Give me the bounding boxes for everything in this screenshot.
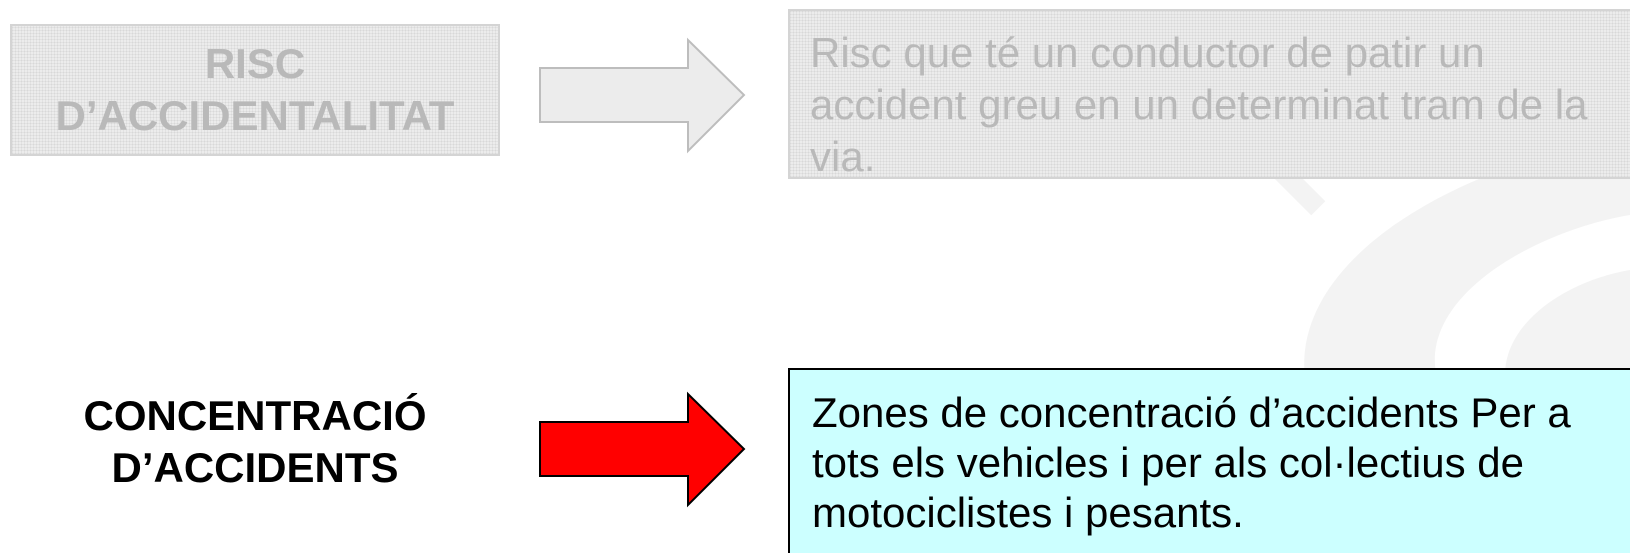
term-line-1: CONCENTRACIÓ	[83, 392, 427, 439]
definition-box-concentracio-accidents: Zones de concentració d’accidents Per a …	[788, 368, 1630, 553]
term-line-1: RISC	[204, 40, 306, 87]
term-line-2: D’ACCIDENTS	[111, 444, 399, 491]
arrow-right-icon	[539, 37, 746, 154]
definition-text: Zones de concentració d’accidents Per a …	[812, 389, 1571, 536]
term-line-2: D’ACCIDENTALITAT	[55, 92, 455, 139]
definition-box-risc-accidentalitat: Risc que té un conductor de patir un acc…	[788, 9, 1630, 180]
term-box-risc-accidentalitat: RISC D’ACCIDENTALITAT	[10, 24, 500, 156]
term-concentracio-accidents: CONCENTRACIÓ D’ACCIDENTS	[10, 390, 500, 494]
definition-text: Risc que té un conductor de patir un acc…	[810, 29, 1588, 180]
arrow-right-icon	[539, 391, 746, 508]
